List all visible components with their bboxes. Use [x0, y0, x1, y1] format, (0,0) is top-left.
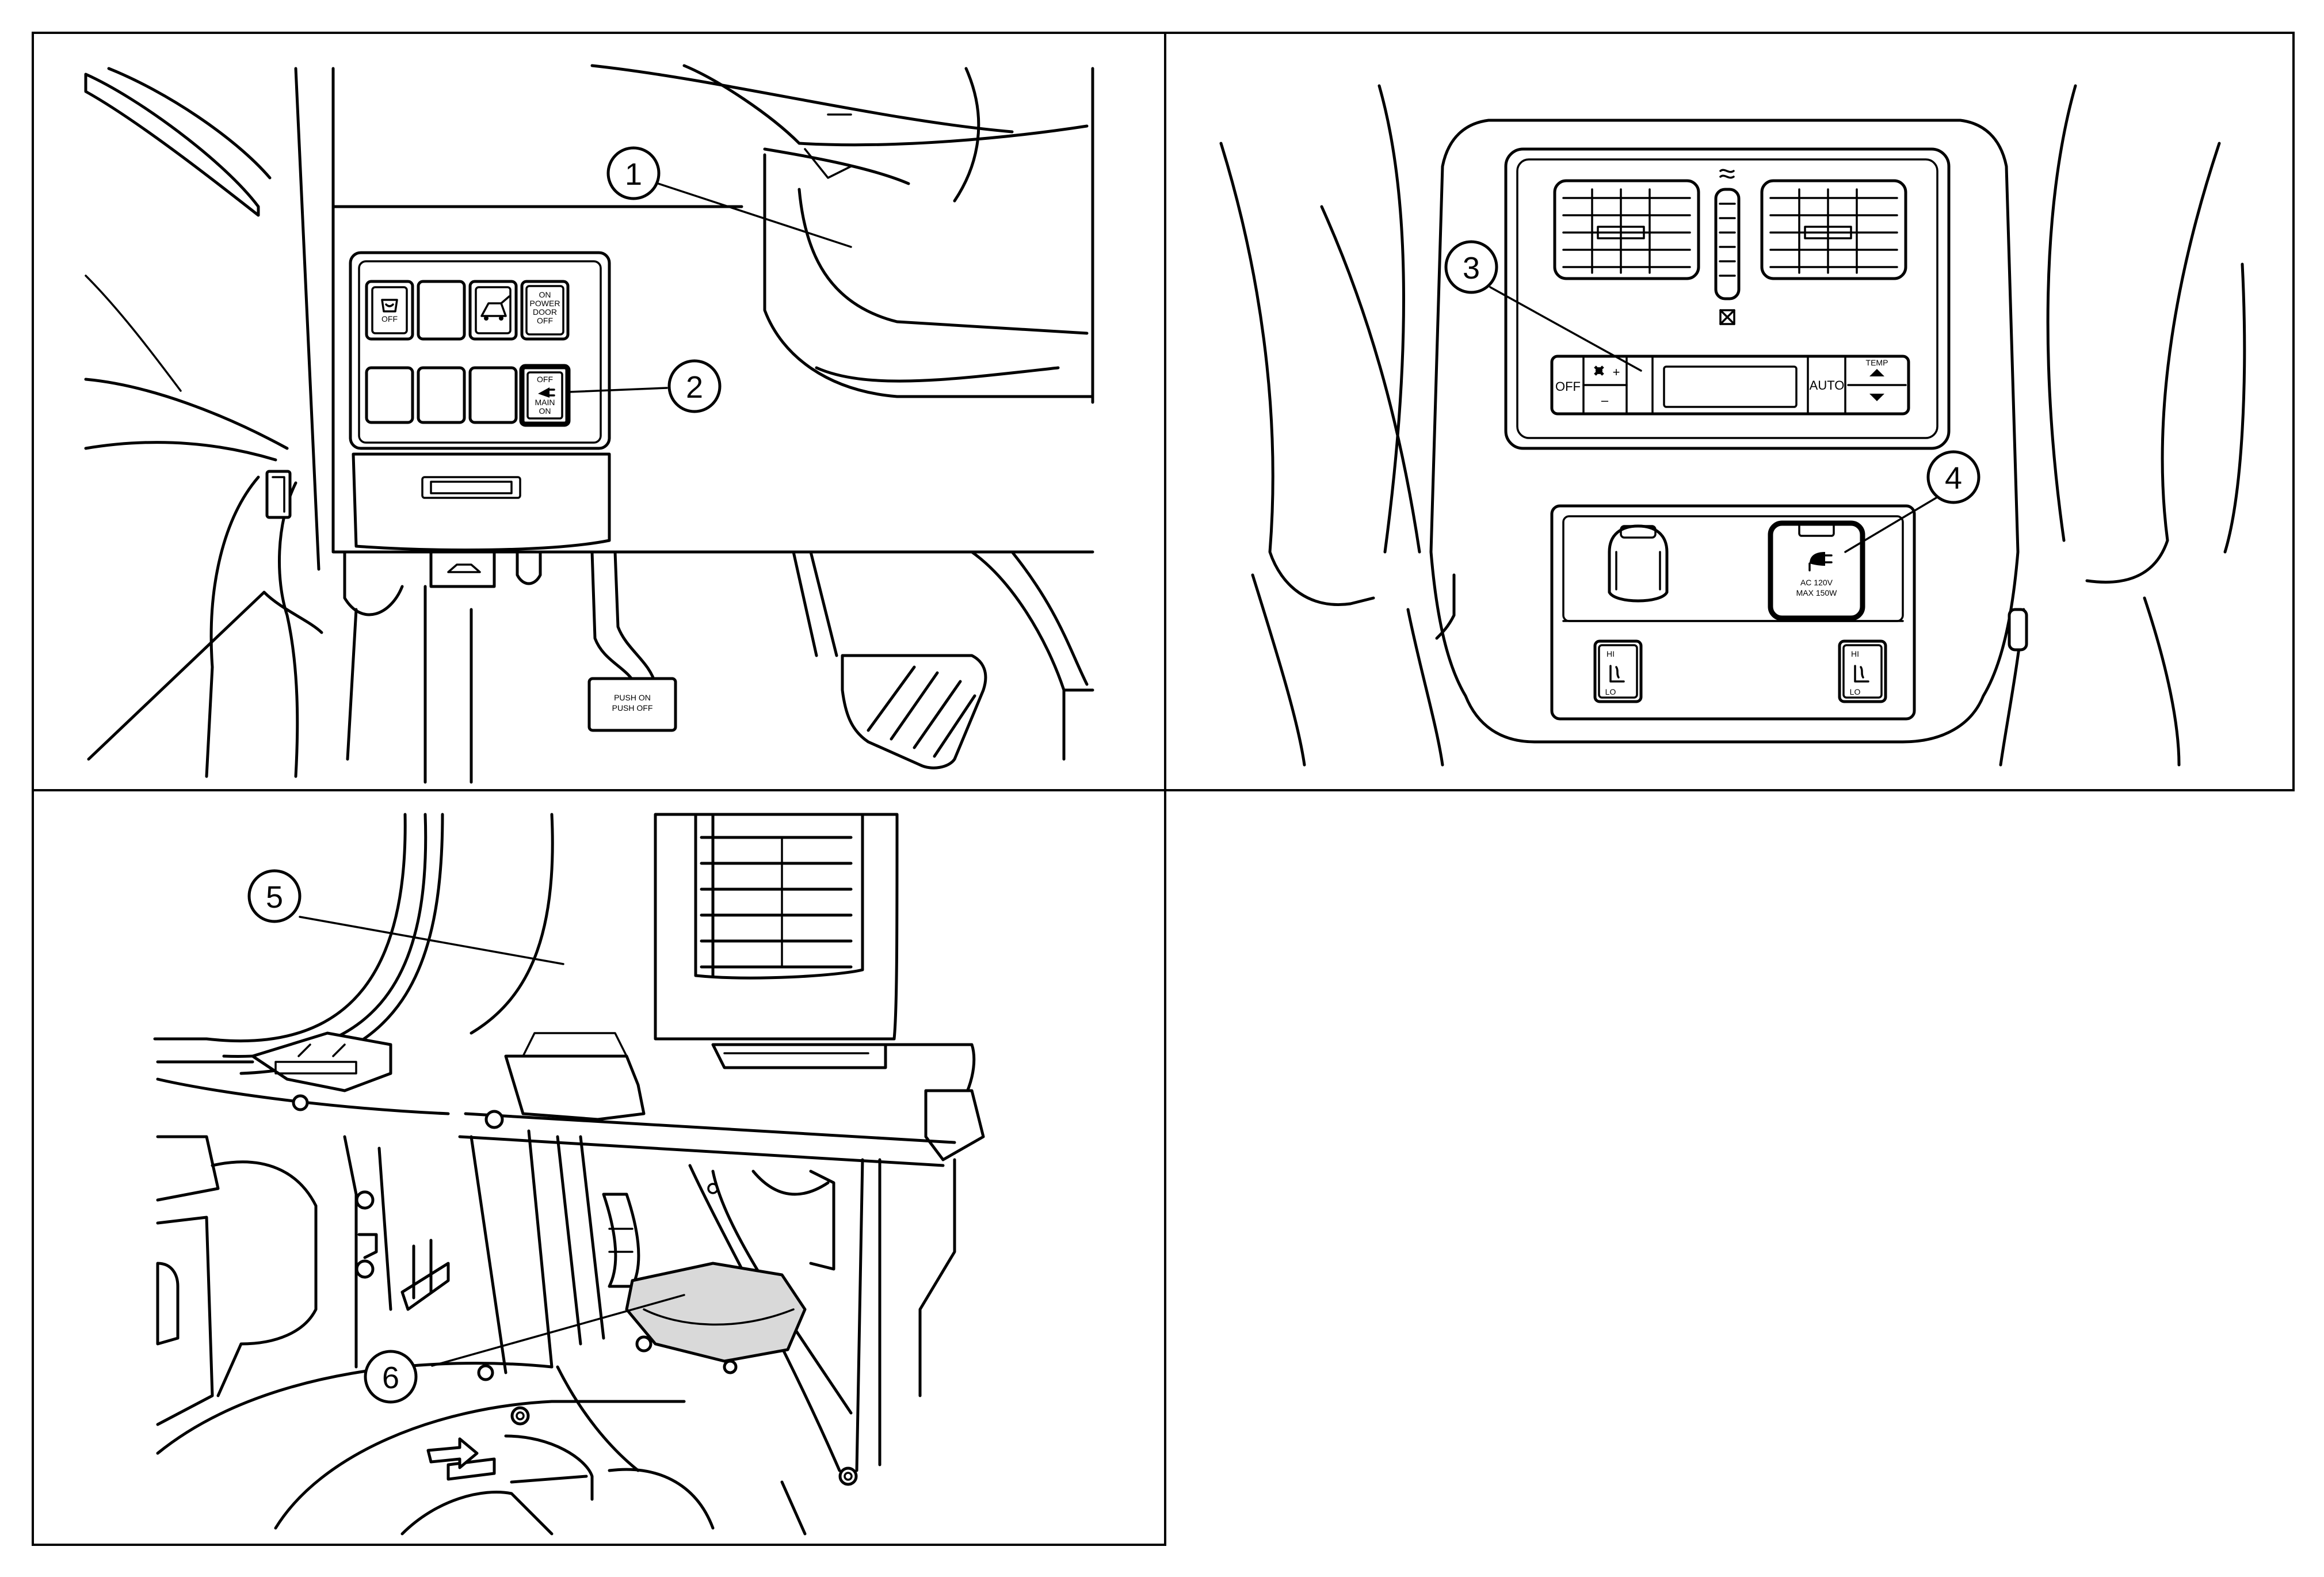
socket-cap — [1608, 524, 1669, 603]
rear-cargo-illustration: 5 6 — [153, 813, 985, 1536]
dashboard-illustration: OFF ON POWER DOOR OFF OFF MAIN ON — [84, 64, 1094, 784]
seat-heater-icon — [1854, 665, 1869, 683]
push-label-2: PUSH OFF — [612, 703, 653, 713]
callout-5: 5 — [247, 869, 302, 923]
power-door-label-1: ON — [539, 290, 551, 299]
climate-auto-button[interactable]: AUTO — [1810, 378, 1845, 393]
callout-3-number: 3 — [1463, 251, 1480, 285]
main-switch-label-1: OFF — [537, 375, 553, 384]
callout-5-number: 5 — [266, 880, 283, 915]
outlet-label-1: AC 120V — [1800, 578, 1833, 587]
rear-console-illustration: OFF + – AUTO TEMP AC 120V MAX — [1219, 84, 2246, 767]
callout-4-number: 4 — [1945, 461, 1962, 496]
climate-off-button[interactable]: OFF — [1555, 379, 1581, 394]
power-door-label-3: DOOR — [533, 307, 557, 317]
temp-label: TEMP — [1866, 358, 1888, 367]
panel-dashboard-switches: OFF ON POWER DOOR OFF OFF MAIN ON — [32, 32, 1166, 791]
seat-heater-right-lo: LO — [1850, 687, 1861, 696]
power-door-label-4: OFF — [537, 316, 553, 325]
fan-minus-button[interactable]: – — [1601, 393, 1609, 407]
main-switch-label-3: ON — [539, 406, 551, 416]
callout-1: 1 — [606, 146, 661, 200]
power-plug-icon — [1808, 552, 1833, 572]
outlet-label-2: MAX 150W — [1796, 588, 1838, 597]
panel-rear-cargo: 5 6 — [32, 789, 1166, 1546]
seat-heater-icon — [1609, 665, 1625, 683]
seat-heater-right-hi: HI — [1851, 649, 1859, 658]
callout-2: 2 — [667, 359, 722, 413]
vdc-off-icon — [381, 299, 398, 313]
callout-6: 6 — [364, 1350, 418, 1404]
fan-plus-button[interactable]: + — [1613, 365, 1620, 379]
power-plug-icon — [538, 387, 555, 398]
seat-heater-left-hi: HI — [1606, 649, 1615, 658]
callout-1-number: 1 — [625, 157, 642, 192]
vdc-off-label: OFF — [381, 314, 398, 323]
fan-icon — [1594, 365, 1604, 376]
panel-rear-console: OFF + – AUTO TEMP AC 120V MAX — [1164, 32, 2295, 791]
callout-2-number: 2 — [686, 370, 703, 405]
seat-heater-left-lo: LO — [1605, 687, 1616, 696]
main-switch-label-2: MAIN — [535, 398, 555, 407]
hatch-car-icon — [480, 295, 510, 321]
push-label-1: PUSH ON — [614, 693, 651, 702]
callout-4: 4 — [1926, 450, 1980, 504]
callout-6-number: 6 — [382, 1361, 399, 1395]
power-door-label-2: POWER — [530, 299, 560, 308]
callout-3: 3 — [1444, 240, 1498, 294]
airflow-icon — [1719, 169, 1735, 179]
